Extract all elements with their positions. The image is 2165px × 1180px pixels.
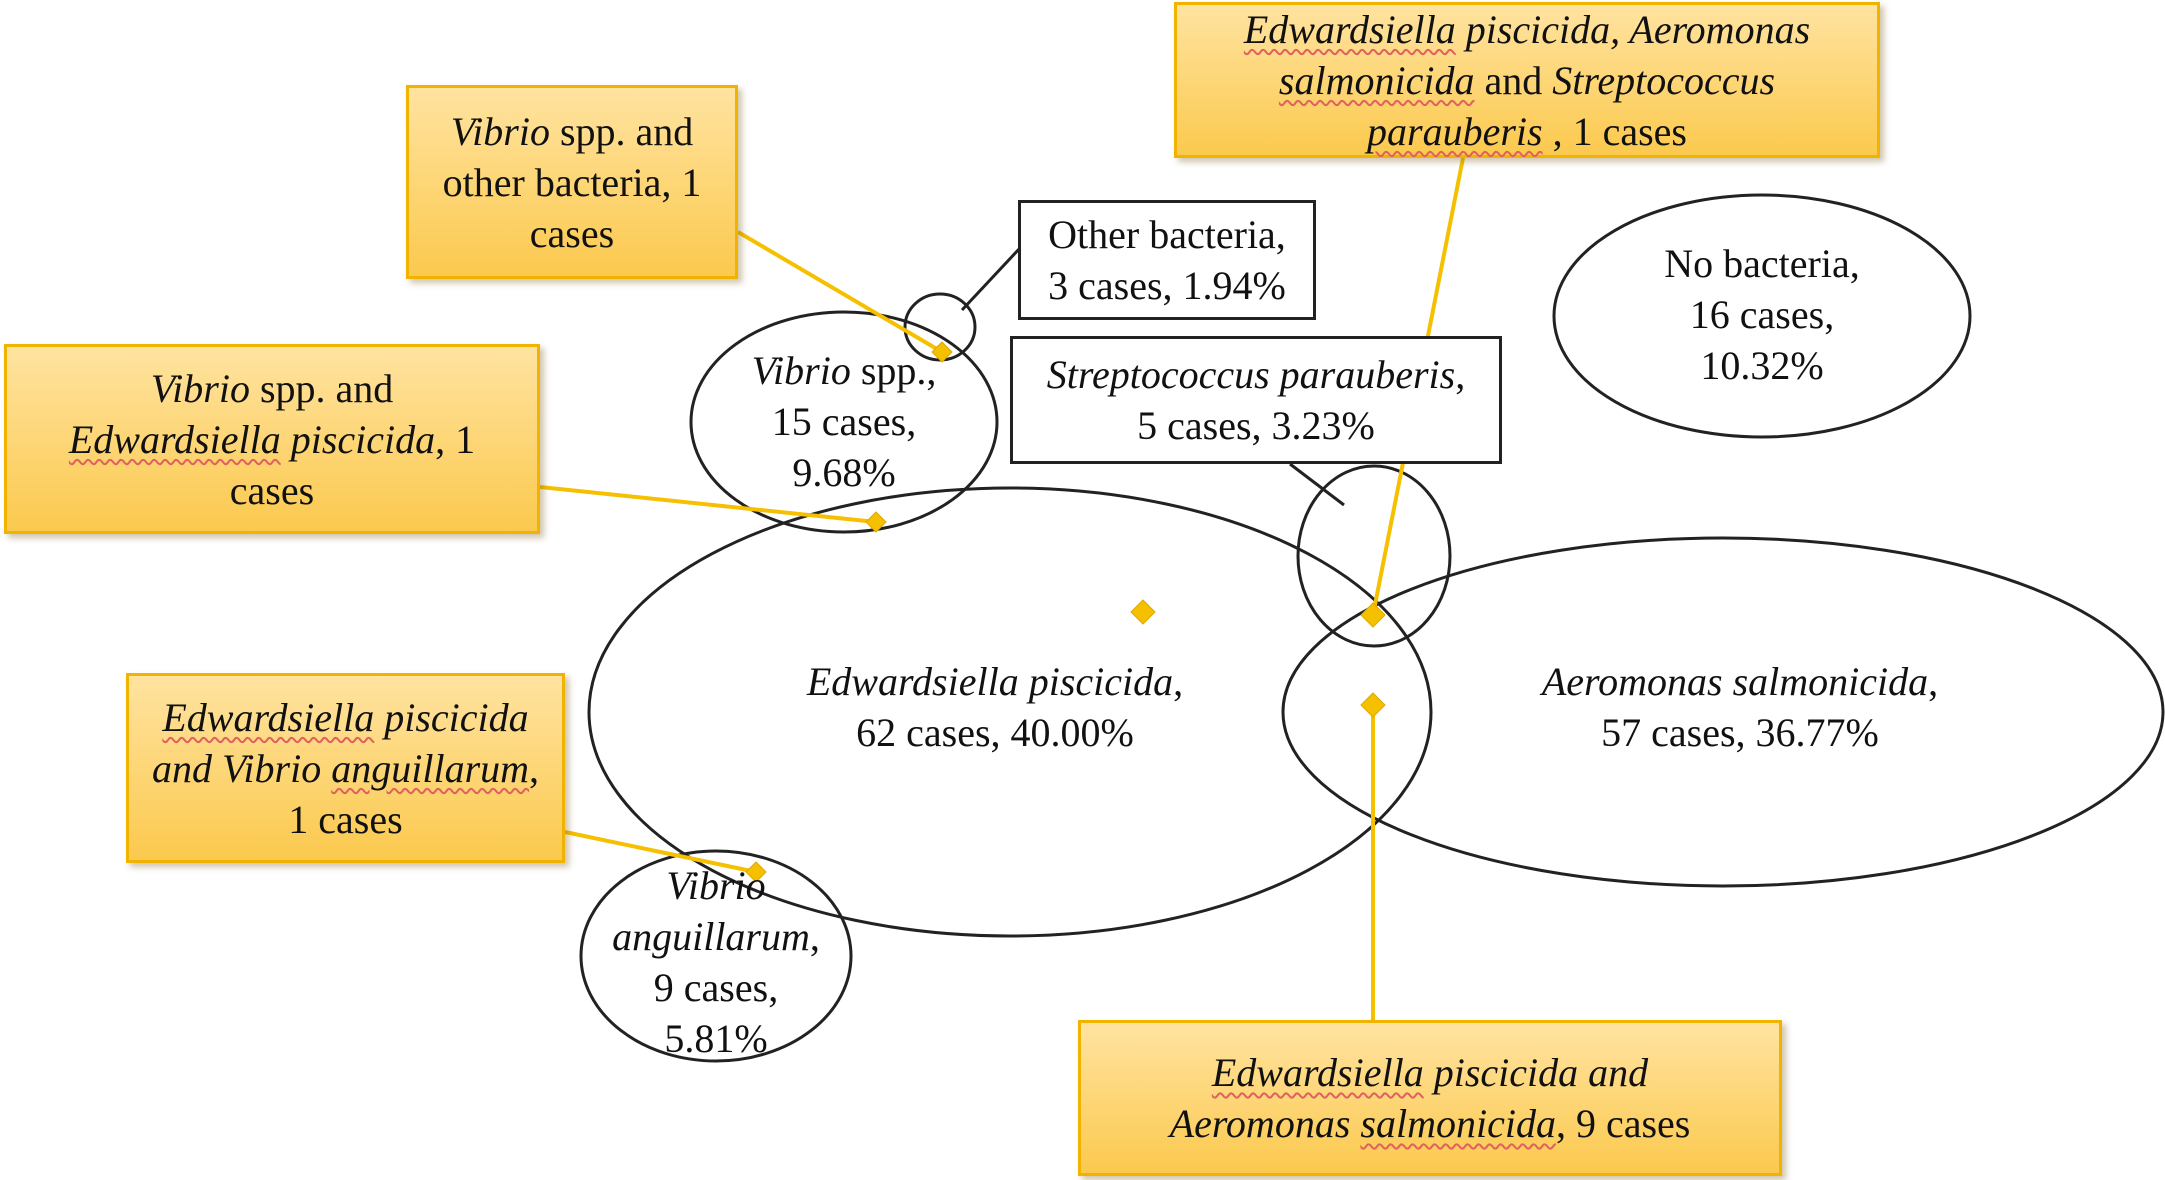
callout-vibrio-other: Vibrio spp. and other bacteria, 1 cases [406, 85, 738, 279]
no-bacteria-label: No bacteria, 16 cases, 10.32% [1664, 241, 1860, 388]
marker-vibrio-edw [865, 511, 887, 533]
vibrio-spp-label: Vibrio spp., 15 cases, 9.68% [751, 348, 937, 495]
vibrio-spp-circle [689, 310, 999, 534]
edwardsiella-circle [587, 486, 1433, 938]
callout-edw-aer: Edwardsiella piscicida and Aeromonas sal… [1078, 1020, 1782, 1176]
other-bacteria-box: Other bacteria, 3 cases, 1.94% [1018, 200, 1316, 320]
marker-edw-vang [745, 861, 767, 883]
connector-vibrio-edw [539, 485, 877, 524]
aeromonas-circle [1281, 536, 2165, 888]
connector-edw-vang [564, 830, 757, 874]
vibrio-anguillarum-label: Vibrio anguillarum, 9 cases, 5.81% [612, 863, 820, 1061]
marker-edwardsiella [1130, 599, 1156, 625]
callout-vibrio-edw: Vibrio spp. and Edwardsiella piscicida, … [4, 344, 540, 534]
no-bacteria-circle [1552, 193, 1972, 439]
streptococcus-circle [1296, 464, 1452, 648]
marker-vibrio-other [931, 341, 953, 363]
connector-vibrio-other [736, 230, 944, 354]
aeromonas-label: Aeromonas salmonicida, 57 cases, 36.77% [1541, 659, 1939, 755]
edwardsiella-label: Edwardsiella piscicida, 62 cases, 40.00% [806, 659, 1184, 755]
marker-edw-aer [1360, 692, 1386, 718]
other-bacteria-pointer [960, 246, 1022, 312]
callout-edw-vang: Edwardsiella piscicida and Vibrio anguil… [126, 673, 565, 863]
marker-triple [1360, 602, 1386, 628]
vibrio-anguillarum-circle [579, 849, 853, 1063]
callout-triple: Edwardsiella piscicida, Aeromonas salmon… [1174, 2, 1880, 158]
streptococcus-box: Streptococcus parauberis, 5 cases, 3.23% [1010, 336, 1502, 464]
streptococcus-pointer [1289, 462, 1345, 507]
